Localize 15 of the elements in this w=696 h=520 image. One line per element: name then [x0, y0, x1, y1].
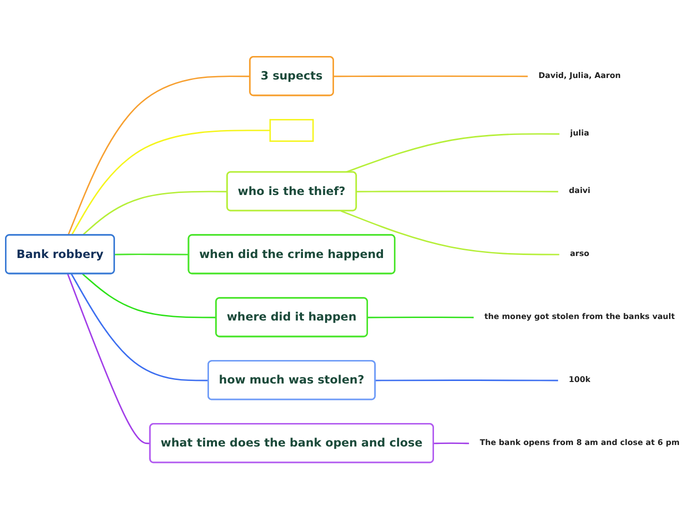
connector	[356, 191, 559, 193]
connector	[368, 317, 474, 319]
connector	[340, 210, 560, 256]
connector	[114, 254, 189, 256]
connector	[70, 130, 270, 236]
connector	[82, 274, 216, 319]
connector	[434, 442, 470, 445]
connector	[345, 134, 560, 174]
connector	[67, 76, 250, 236]
connector	[70, 274, 209, 382]
connector	[82, 191, 228, 236]
connector	[334, 76, 528, 78]
connector	[67, 274, 150, 445]
node-box	[269, 119, 314, 142]
connector	[375, 380, 558, 382]
